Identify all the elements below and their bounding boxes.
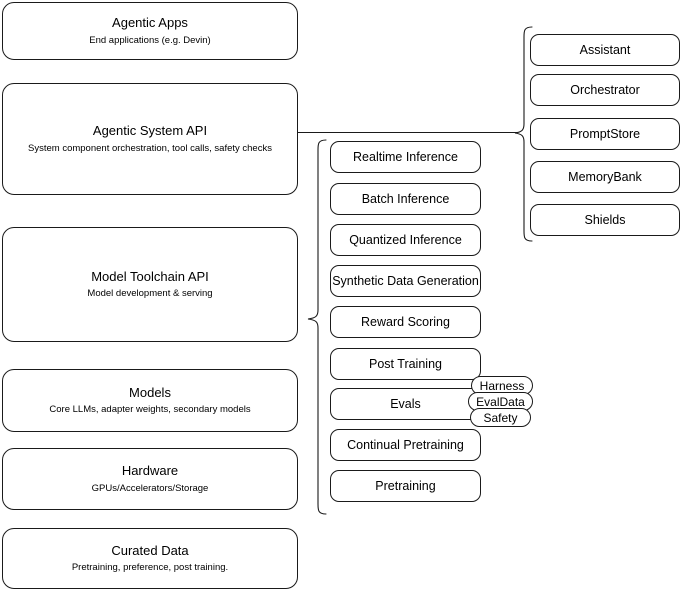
system-component-assistant[interactable]: Assistant <box>530 34 680 66</box>
component-label: Pretraining <box>375 479 436 493</box>
component-evals[interactable]: Evals <box>330 388 481 420</box>
evals-subcomponent-label: Harness <box>479 378 525 393</box>
component-continual-pretraining[interactable]: Continual Pretraining <box>330 429 481 461</box>
layer-subtitle: Core LLMs, adapter weights, secondary mo… <box>49 404 251 416</box>
component-label: Continual Pretraining <box>347 438 464 452</box>
evals-subcomponent-safety[interactable]: Safety <box>470 408 531 427</box>
layer-subtitle: Pretraining, preference, post training. <box>71 562 229 574</box>
layer-subtitle: GPUs/Accelerators/Storage <box>91 482 209 494</box>
component-label: Quantized Inference <box>349 233 462 247</box>
evals-subcomponent-label: Safety <box>483 410 518 425</box>
layer-hardware[interactable]: Hardware GPUs/Accelerators/Storage <box>2 448 298 510</box>
component-label: Synthetic Data Generation <box>332 274 479 288</box>
component-label: Reward Scoring <box>361 315 450 329</box>
layer-title: Model Toolchain API <box>91 268 209 284</box>
system-component-label: Orchestrator <box>570 83 640 97</box>
component-label: Batch Inference <box>361 192 450 206</box>
layer-curated-data[interactable]: Curated Data Pretraining, preference, po… <box>2 528 298 589</box>
layer-title: Agentic Apps <box>112 15 188 31</box>
brace-toolchain-components <box>304 138 330 516</box>
component-batch-inference[interactable]: Batch Inference <box>330 183 481 215</box>
component-reward-scoring[interactable]: Reward Scoring <box>330 306 481 338</box>
evals-subcomponent-evaldata[interactable]: EvalData <box>468 392 533 411</box>
system-component-label: PromptStore <box>569 127 641 141</box>
layer-title: Agentic System API <box>92 123 208 139</box>
component-post-training[interactable]: Post Training <box>330 348 481 380</box>
layer-model-toolchain-api[interactable]: Model Toolchain API Model development & … <box>2 227 298 342</box>
component-quantized-inference[interactable]: Quantized Inference <box>330 224 481 256</box>
system-component-label: Shields <box>584 213 626 227</box>
component-pretraining[interactable]: Pretraining <box>330 470 481 502</box>
component-label: Realtime Inference <box>353 150 458 164</box>
system-component-shields[interactable]: Shields <box>530 204 680 236</box>
layer-subtitle: Model development & serving <box>87 288 213 300</box>
system-component-memorybank[interactable]: MemoryBank <box>530 161 680 193</box>
layer-title: Models <box>129 384 171 400</box>
system-component-label: MemoryBank <box>568 170 642 184</box>
layer-subtitle: End applications (e.g. Devin) <box>89 34 211 46</box>
evals-subcomponent-label: EvalData <box>476 394 525 409</box>
layer-agentic-system-api[interactable]: Agentic System API System component orch… <box>2 83 298 195</box>
component-label: Post Training <box>369 357 442 371</box>
layer-agentic-apps[interactable]: Agentic Apps End applications (e.g. Devi… <box>2 2 298 60</box>
layer-subtitle: System component orchestration, tool cal… <box>28 142 272 154</box>
connector-system-api-to-components <box>298 126 520 140</box>
component-synthetic-data-generation[interactable]: Synthetic Data Generation <box>330 265 481 297</box>
system-component-orchestrator[interactable]: Orchestrator <box>530 74 680 106</box>
layer-title: Hardware <box>121 463 179 479</box>
layer-title: Curated Data <box>111 542 189 558</box>
system-component-label: Assistant <box>579 43 631 57</box>
component-label: Evals <box>390 397 421 411</box>
system-component-promptstore[interactable]: PromptStore <box>530 118 680 150</box>
component-realtime-inference[interactable]: Realtime Inference <box>330 141 481 173</box>
layer-models[interactable]: Models Core LLMs, adapter weights, secon… <box>2 369 298 432</box>
